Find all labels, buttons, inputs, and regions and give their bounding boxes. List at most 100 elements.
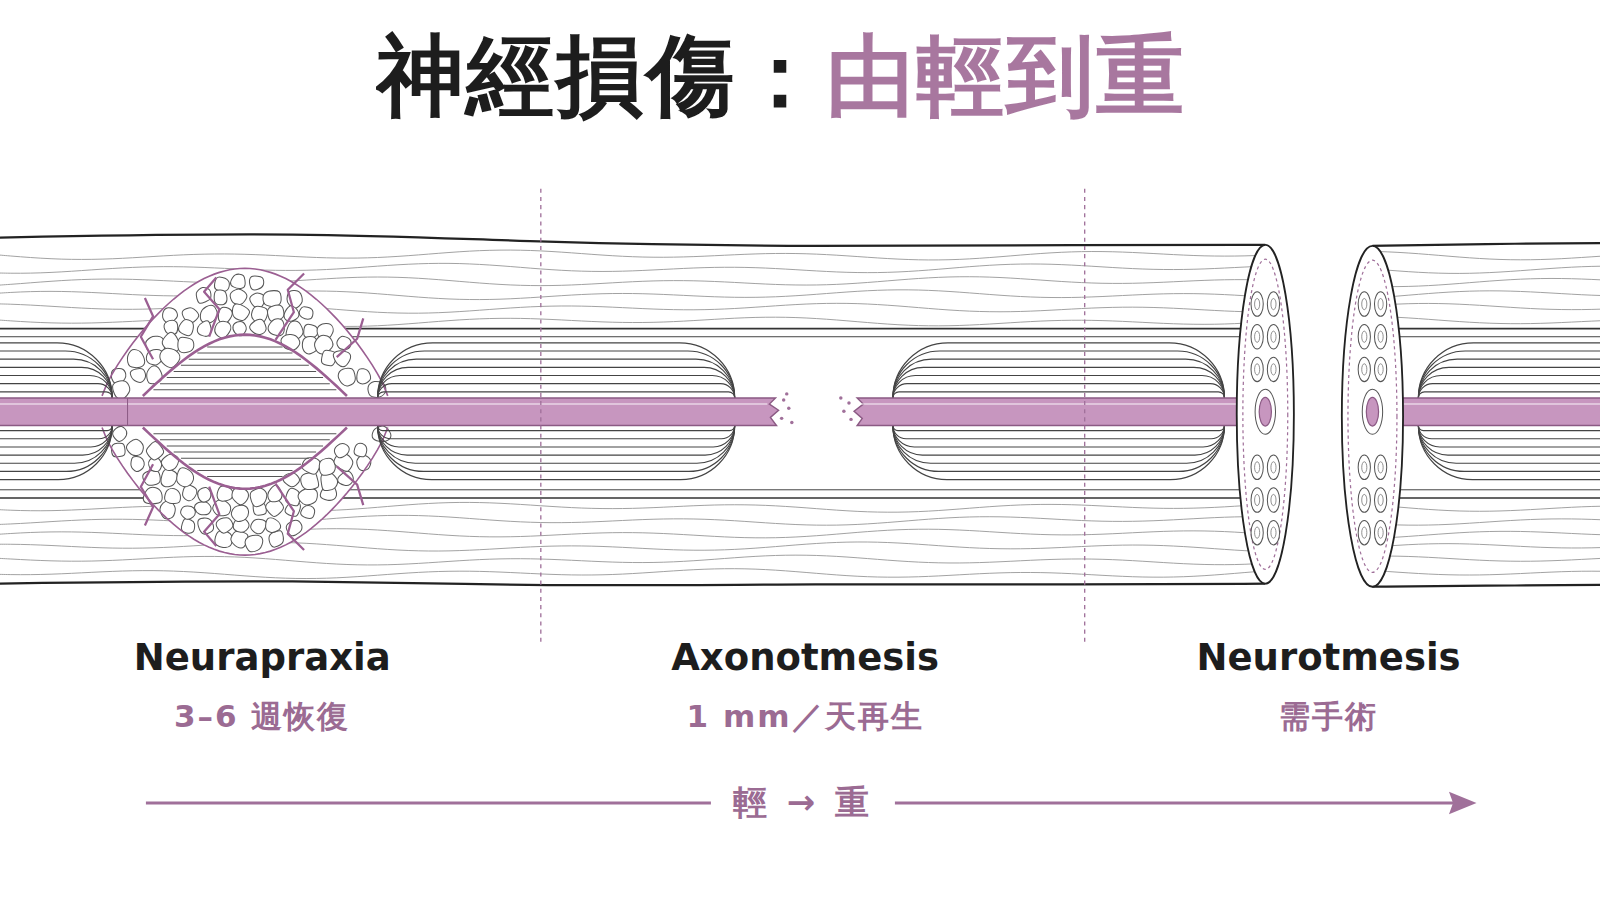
stage-divider [540, 189, 541, 645]
myelin-layer [378, 384, 735, 398]
fascicle-core [1271, 331, 1276, 342]
myelin-layer [1418, 426, 1600, 431]
fascicle [1358, 520, 1370, 544]
myelin-layer [378, 426, 735, 431]
myelin-ring [1362, 389, 1382, 434]
epineurium-fiber [1372, 502, 1600, 512]
myelin-debris-cell [268, 319, 284, 336]
fascicle [1374, 292, 1386, 316]
myelin-debris-cell [113, 426, 127, 441]
fascicle-core [1255, 494, 1260, 505]
cut-surface [1237, 245, 1294, 584]
myelin-crack [276, 484, 305, 550]
fascicle-core [1362, 298, 1367, 309]
compressed-myelin [197, 353, 292, 354]
axon-debris [790, 421, 793, 424]
axon [0, 398, 779, 426]
myelin-crack [102, 428, 388, 556]
fascicle [1374, 455, 1386, 479]
axis-label: 輕 → 重 [711, 784, 895, 823]
myelin-layer [1418, 392, 1600, 398]
myelin-debris-cell [198, 518, 214, 534]
perineurium-line [1372, 497, 1600, 499]
myelin-layer [893, 343, 1225, 398]
myelin-layer [1418, 426, 1600, 456]
compressed-myelin [189, 464, 301, 465]
myelin-layer [0, 376, 112, 398]
stage-note: 3–6 週恢復 [174, 700, 350, 736]
myelin-crack [204, 278, 219, 337]
epineurium-outline [1372, 243, 1600, 246]
myelin-layer [893, 384, 1225, 398]
epineurium-fiber [1372, 250, 1600, 260]
myelin-debris-cell [251, 519, 267, 533]
myelin-layer [893, 426, 1225, 447]
epineurium-fiber [0, 250, 1265, 260]
myelin-layer [0, 426, 112, 472]
myelin-debris-cell [113, 381, 130, 399]
myelin-debris-cell [250, 293, 265, 308]
myelin-debris-cell [130, 369, 145, 383]
fascicle-core [1362, 527, 1367, 538]
fascicle [1251, 357, 1263, 381]
fascicle [1251, 520, 1263, 544]
myelin-layer [0, 343, 112, 398]
myelin-debris-cell [250, 319, 266, 334]
compressed-myelin [174, 452, 316, 453]
myelin-debris-cell [268, 485, 282, 502]
compressed-myelin [167, 377, 323, 378]
fascicle-core [1378, 298, 1383, 309]
myelin-layer [0, 392, 112, 398]
myelin-debris-cell [232, 304, 249, 321]
stage-divider [1084, 189, 1085, 645]
fascicle [1358, 324, 1370, 348]
myelin-layer [0, 426, 112, 456]
myelin-crack [102, 268, 388, 396]
myelin-debris-cell [131, 457, 144, 472]
axon-cross-section [1259, 397, 1271, 426]
myelin-layer [378, 359, 735, 398]
myelin-debris-cell [161, 469, 177, 486]
myelin-ring [1255, 389, 1275, 434]
myelin-debris-cell [230, 289, 247, 304]
compressed-myelin [181, 365, 309, 366]
fascicle-core [1378, 527, 1383, 538]
myelin-debris-cell [284, 306, 299, 321]
myelin-debris-cell [214, 290, 227, 305]
myelin-layer [893, 359, 1225, 398]
epineurium-fiber [1372, 303, 1600, 313]
axon-cross-section [1366, 397, 1378, 426]
myelin-layer [378, 376, 735, 398]
myelin-layer [893, 351, 1225, 398]
myelin-crack [337, 466, 364, 505]
myelin-debris-cell [112, 443, 126, 457]
myelin-layer [1418, 426, 1600, 480]
myelin-layer [378, 426, 735, 447]
fascicle-core [1362, 494, 1367, 505]
myelin-layer [1418, 343, 1600, 398]
fascicle-core [1362, 462, 1367, 473]
myelin-layer [0, 426, 112, 439]
perineurium-ring [1243, 259, 1288, 569]
myelin-layer [1418, 384, 1600, 398]
stage-name: Axonotmesis [671, 637, 939, 680]
axon-debris [849, 418, 852, 421]
fascicle [1267, 488, 1279, 512]
compressed-myelin [207, 476, 282, 477]
axis-arrowhead [1449, 792, 1477, 814]
stage-note: 需手術 [1279, 700, 1378, 736]
myelin-layer [1418, 376, 1600, 398]
fascicle [1358, 292, 1370, 316]
myelin-layer [893, 426, 1225, 456]
myelin-debris-cell [250, 488, 267, 506]
fascicle-core [1362, 331, 1367, 342]
nerve-cross-section [1237, 245, 1294, 584]
myelin-debris-cell [338, 368, 355, 386]
myelin-layer [1418, 359, 1600, 398]
epineurium-fiber [1372, 290, 1600, 300]
myelin-layer [1418, 367, 1600, 398]
myelin-debris-cell [301, 506, 315, 519]
myelin-layer [378, 426, 735, 439]
